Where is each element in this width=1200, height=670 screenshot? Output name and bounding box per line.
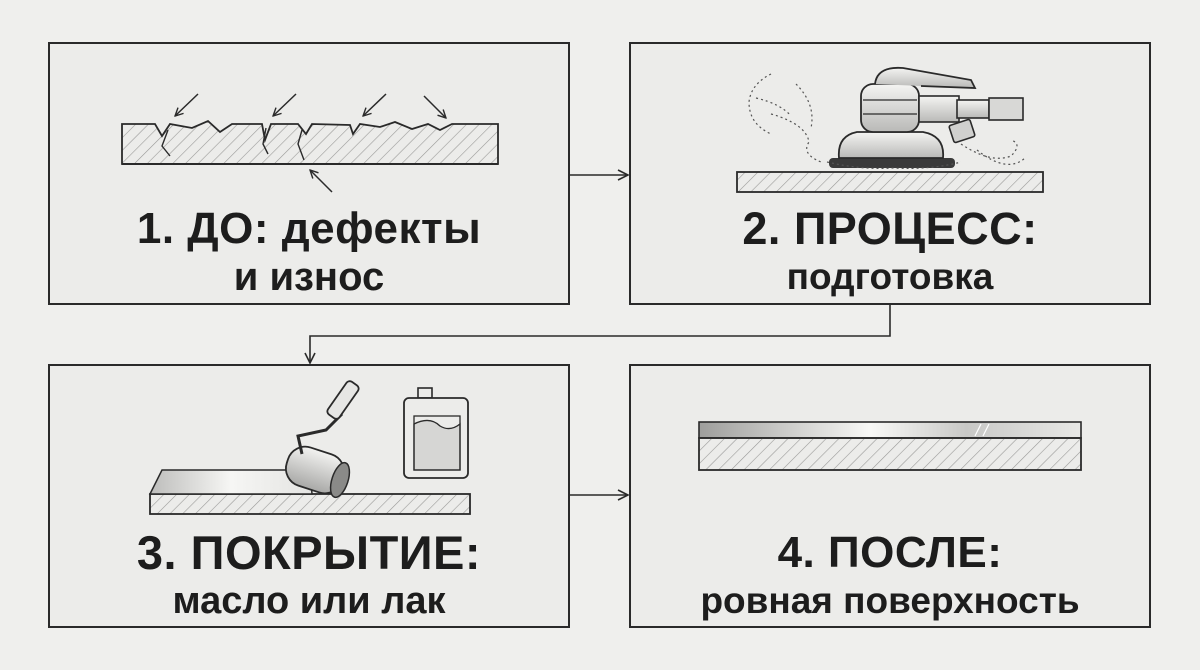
crack-arrow-icon (423, 95, 446, 118)
step-1-panel: 1. ДО: дефекты и износ (48, 42, 570, 305)
paint-roller-icon (285, 380, 360, 499)
crack-arrow-icon (273, 93, 297, 116)
step-2-subtitle: подготовка (786, 256, 994, 297)
step-4-title: 4. ПОСЛЕ: (777, 528, 1003, 577)
step-1-caption: 1. ДО: дефекты и износ (50, 204, 568, 300)
crack-arrow-icon (310, 170, 333, 193)
step-2-caption: 2. ПРОЦЕСС: подготовка (631, 204, 1149, 300)
dust-line (795, 83, 813, 129)
crack-line-1 (161, 129, 171, 157)
crack-arrow-icon (175, 93, 199, 116)
step-2-panel: 2. ПРОЦЕСС: подготовка (629, 42, 1151, 305)
sanding-illustration (736, 66, 1044, 193)
glossy-surface-icon (698, 421, 1082, 439)
step-4-caption: 4. ПОСЛЕ: ровная поверхность (631, 528, 1149, 624)
step-1-title: 1. ДО: дефекты (136, 204, 482, 253)
step-4-subtitle: ровная поверхность (700, 580, 1080, 621)
crack-arrow-icon (363, 93, 387, 116)
finished-surface-illustration (698, 421, 1082, 471)
dust-line (976, 149, 1026, 165)
canister-icon (403, 387, 469, 479)
crack-line-2 (262, 127, 269, 155)
step-3-title: 3. ПОКРЫТИЕ: (136, 526, 482, 579)
crack-line-3 (297, 129, 305, 161)
dust-line (960, 139, 1018, 159)
dust-line (826, 161, 962, 169)
orbital-sander-icon (829, 66, 1024, 168)
step-3-caption: 3. ПОКРЫТИЕ: масло или лак (50, 528, 568, 624)
step-2-title: 2. ПРОЦЕСС: (742, 203, 1038, 254)
step-3-subtitle: масло или лак (172, 580, 446, 622)
step-3-panel: 3. ПОКРЫТИЕ: масло или лак (48, 364, 570, 628)
step-1-subtitle: и износ (233, 255, 385, 299)
damaged-surface-illustration (121, 93, 499, 193)
arrow-2-to-3 (310, 305, 891, 363)
dust-line (748, 73, 772, 135)
dust-line (755, 97, 792, 117)
dust-line (770, 113, 822, 163)
coating-illustration (148, 380, 471, 515)
step-4-panel: 4. ПОСЛЕ: ровная поверхность (629, 364, 1151, 628)
